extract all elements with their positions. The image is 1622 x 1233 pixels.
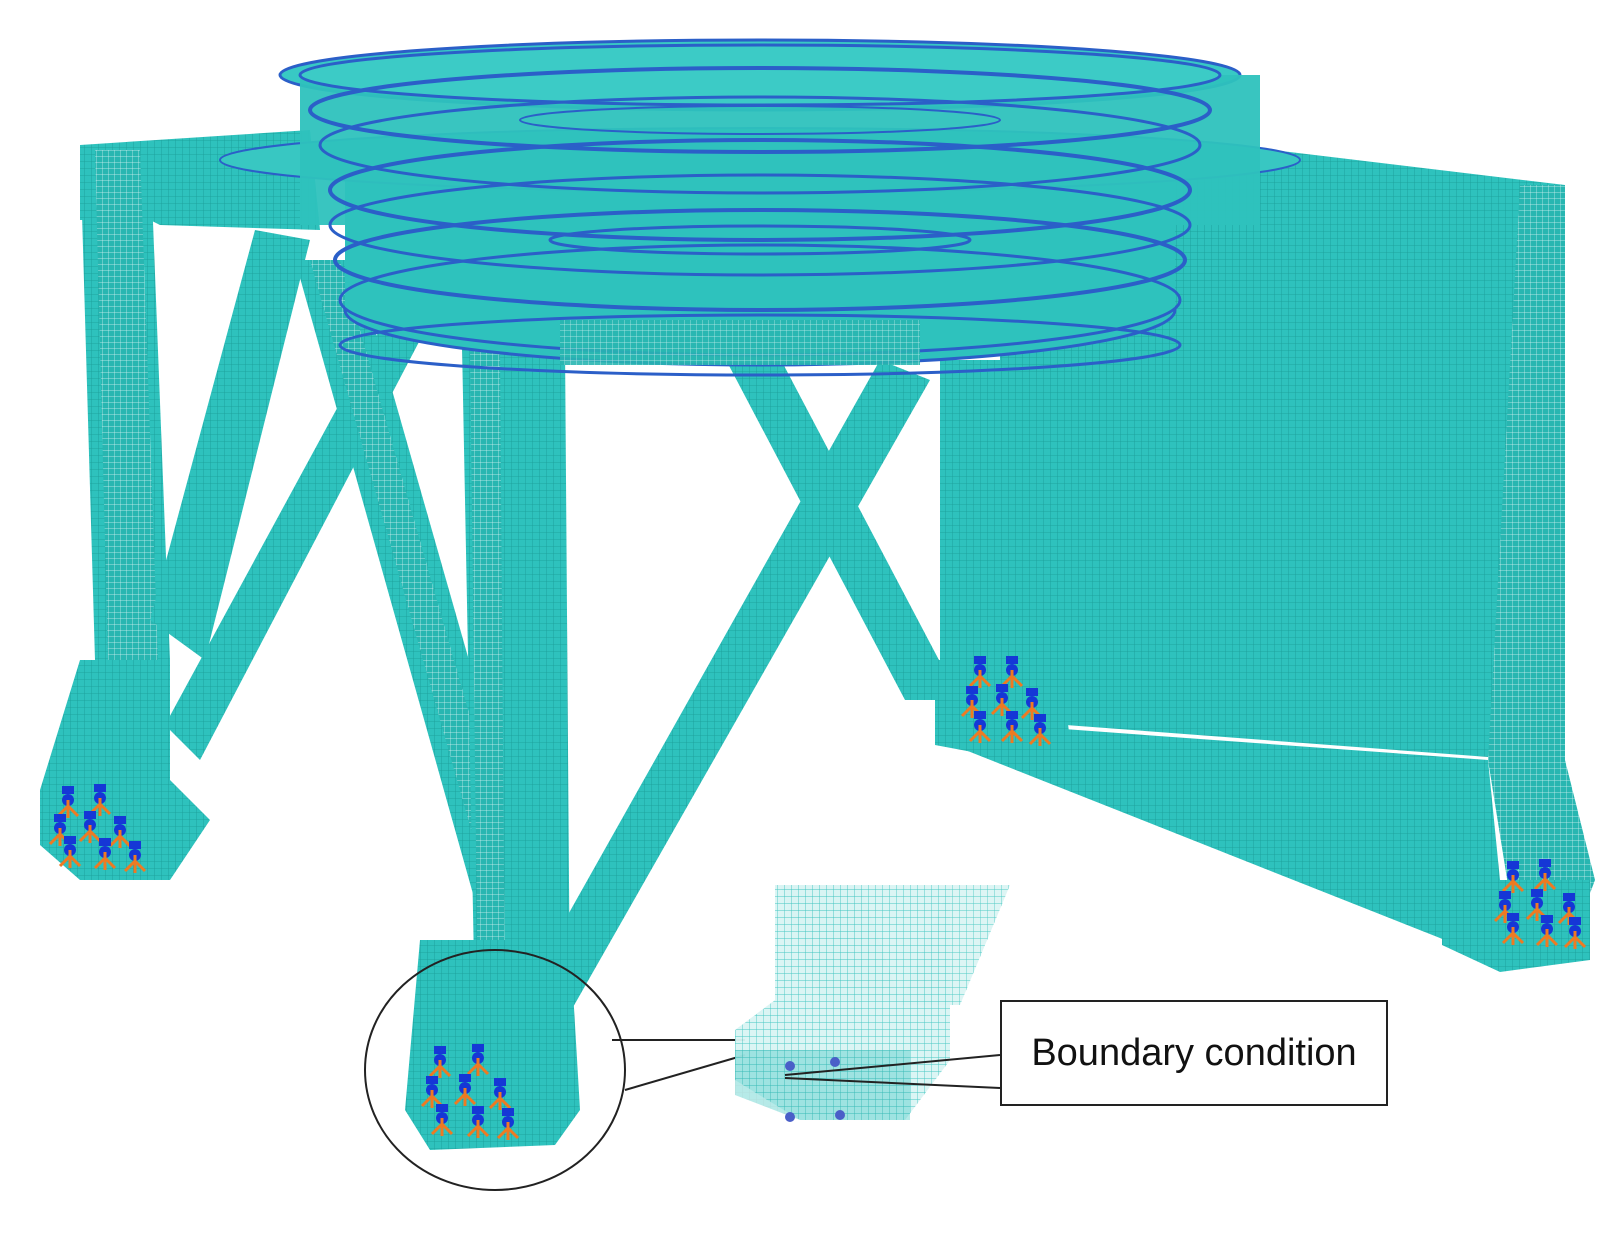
boundary-condition-callout: Boundary condition bbox=[1000, 1000, 1388, 1106]
ring-assembly bbox=[219, 38, 1301, 377]
callout-label: Boundary condition bbox=[1031, 1031, 1357, 1074]
zoom-circle bbox=[364, 949, 626, 1191]
callout-leader-bottom bbox=[784, 1077, 1001, 1089]
center-braces bbox=[295, 260, 1070, 1150]
zoom-connector-bottom bbox=[624, 1054, 746, 1091]
callout-leader-top bbox=[784, 1054, 1001, 1076]
